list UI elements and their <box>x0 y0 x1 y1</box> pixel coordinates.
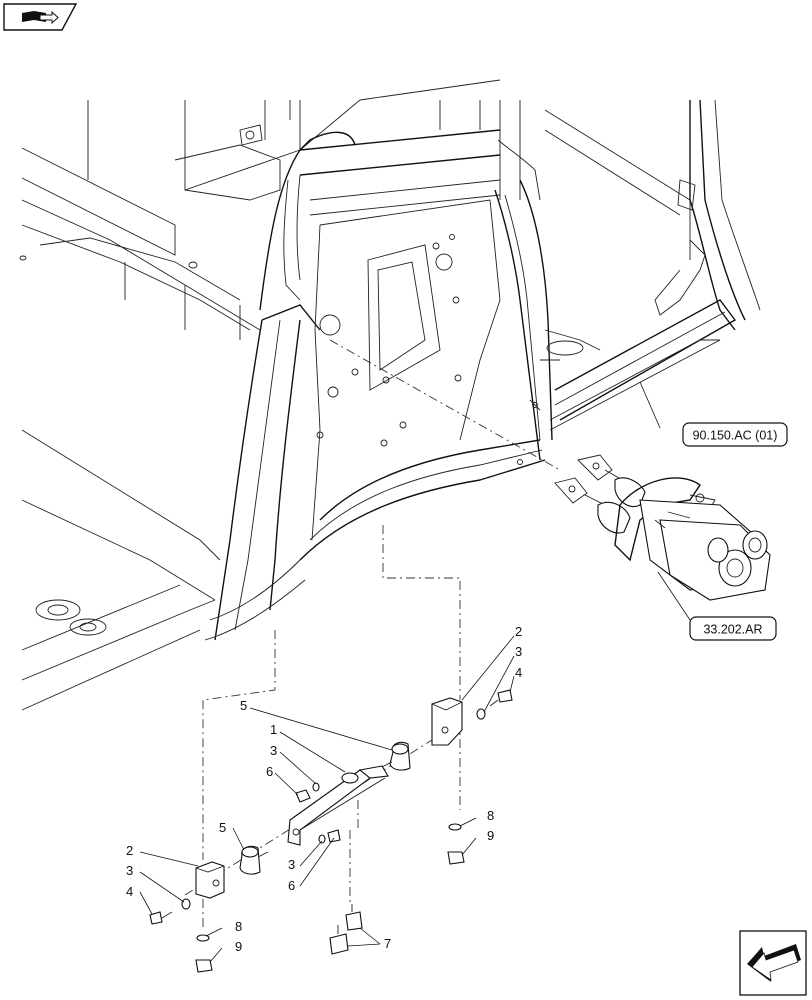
callout-3: 3 <box>126 863 133 878</box>
callout-numbers: 2 3 4 5 1 3 6 8 9 5 2 3 4 3 6 8 9 7 <box>126 624 522 954</box>
callout-7: 7 <box>384 936 391 951</box>
cab-frame <box>19 79 761 711</box>
callout-6: 6 <box>288 878 295 893</box>
callout-8: 8 <box>235 919 242 934</box>
callout-4: 4 <box>515 665 522 680</box>
book-pointer-icon[interactable] <box>3 3 78 31</box>
callout-5: 5 <box>240 698 247 713</box>
reference-lower[interactable]: 33.202.AR <box>689 616 777 641</box>
callout-3: 3 <box>515 644 522 659</box>
callout-2: 2 <box>515 624 522 639</box>
reference-upper[interactable]: 90.150.AC (01) <box>682 422 788 447</box>
reference-lower-label: 33.202.AR <box>703 623 762 637</box>
callout-8: 8 <box>487 808 494 823</box>
callout-2: 2 <box>126 843 133 858</box>
callout-3: 3 <box>270 743 277 758</box>
master-cylinder-assembly <box>554 454 771 601</box>
callout-6: 6 <box>266 764 273 779</box>
next-arrow-icon[interactable] <box>739 930 807 996</box>
reference-upper-label: 90.150.AC (01) <box>693 429 778 443</box>
callout-9: 9 <box>487 828 494 843</box>
callout-5: 5 <box>219 820 226 835</box>
callout-1: 1 <box>270 722 277 737</box>
callout-4: 4 <box>126 884 133 899</box>
assembly-lines <box>184 339 561 930</box>
callout-9: 9 <box>235 939 242 954</box>
callout-leaders <box>139 381 691 963</box>
callout-3: 3 <box>288 857 295 872</box>
mount-parts <box>149 689 513 973</box>
